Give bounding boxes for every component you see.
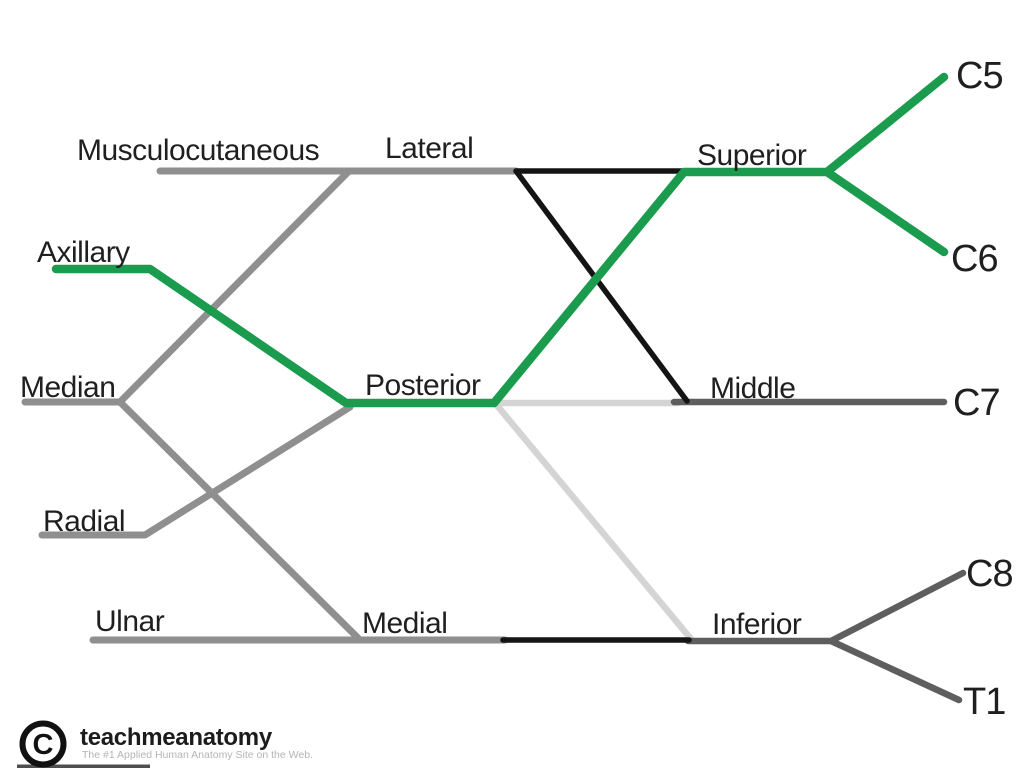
inferior-trunk-label: Inferior [712, 608, 802, 641]
posterior-divisions-middle-inferior-line [491, 399, 695, 643]
brand-name: teachmeanatomy [80, 724, 273, 751]
radial-label: Radial [43, 505, 125, 538]
footer-divider [17, 764, 150, 768]
anterior-divisions-superior-middle-line [513, 168, 690, 404]
axillary-posterior-superior-c5-highlight-line [51, 72, 949, 408]
superior-trunk-label: Superior [697, 139, 807, 172]
root-c6-label: C6 [951, 238, 998, 280]
lateral-cord-label: Lateral [385, 132, 473, 165]
root-c7-label: C7 [953, 382, 1000, 424]
median-label: Median [20, 371, 115, 404]
root-t1-label: T1 [963, 681, 1005, 723]
root-c5-label: C5 [956, 55, 1003, 97]
axillary-label: Axillary [37, 236, 130, 269]
ulnar-label: Ulnar [95, 605, 165, 638]
root-c8-label: C8 [966, 553, 1013, 595]
copyright-icon [19, 720, 67, 768]
median-medial-root-line [116, 398, 362, 642]
copyright-letter: C [33, 729, 54, 761]
superior-c6-highlight-line [822, 167, 949, 257]
middle-trunk-label: Middle [710, 372, 795, 405]
musculocutaneous-label: Musculocutaneous [77, 134, 319, 167]
medial-cord-label: Medial [362, 607, 447, 640]
inferior-trunk-t1-line [827, 637, 963, 704]
posterior-cord-label: Posterior [365, 369, 481, 402]
radial-nerve-line [38, 403, 354, 539]
brand-tagline: The #1 Applied Human Anatomy Site on the… [82, 749, 313, 761]
